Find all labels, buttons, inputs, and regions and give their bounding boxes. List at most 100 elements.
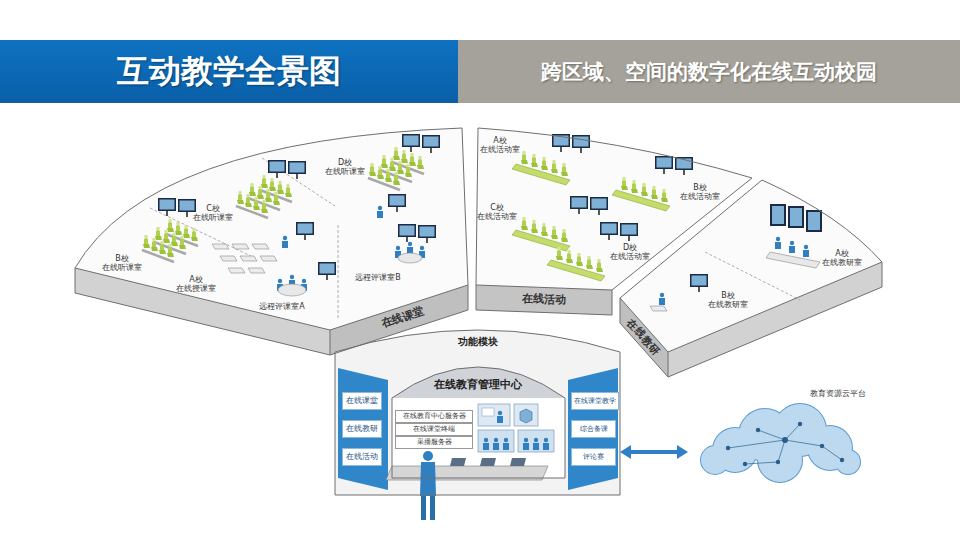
classroom-furniture <box>236 175 292 218</box>
center-building <box>510 458 526 466</box>
cloud-art <box>745 462 778 464</box>
activity-furniture <box>600 222 638 241</box>
center-building <box>450 458 466 466</box>
room-label: 远程评课室A <box>259 302 304 311</box>
room-label: A校 在线授课室 <box>174 275 217 293</box>
research-furniture <box>650 306 667 311</box>
title-bar: 互动教学全景图 <box>0 40 458 103</box>
activity-sector: 在线活动A校 在线活动室C校 在线活动室B校 在线活动室D校 在线活动室 <box>470 120 760 320</box>
research-furniture <box>659 293 665 305</box>
subtitle: 跨区域、空间的数字化在线互动校园 <box>541 58 877 86</box>
cloud-art <box>701 446 729 474</box>
cloud-art <box>726 422 844 466</box>
activity-furniture <box>512 134 693 281</box>
server-row: 在线教育中心服务器 <box>395 410 473 423</box>
activity-furniture <box>612 177 670 211</box>
activity-furniture <box>552 134 590 153</box>
module-box: 在线教研 <box>342 420 382 438</box>
center-building <box>493 438 499 450</box>
center-building <box>420 462 436 496</box>
node-outline <box>75 128 468 355</box>
room-label: B校 在线听课室 <box>100 254 143 272</box>
research-furniture <box>690 274 708 292</box>
room-label: A校 在线活动室 <box>478 136 521 154</box>
classroom-furniture <box>142 134 440 296</box>
box-text: 在线教育中心服务器 <box>403 412 466 420</box>
classroom-furniture <box>398 224 436 243</box>
arrow-line <box>629 450 679 454</box>
room-divider <box>150 158 800 318</box>
classroom-furniture <box>248 268 265 273</box>
arrow-head <box>677 445 688 459</box>
node-outline <box>70 120 475 365</box>
center-building <box>518 430 554 452</box>
room-label: B校 在线活动室 <box>678 183 721 201</box>
classroom-furniture <box>228 268 245 273</box>
research-furniture <box>789 241 795 253</box>
region-title: 在线教育管理中心 <box>434 379 522 392</box>
module-box: 综合备课 <box>571 420 616 438</box>
center-building <box>421 496 426 520</box>
classroom-sector: 在线课堂D校 在线听课室C校 在线听课室B校 在线听课室A校 在线授课室远程评课… <box>70 120 475 365</box>
server-row: 采播服务器 <box>395 436 473 449</box>
double-arrow <box>620 445 688 459</box>
center-building <box>430 496 435 520</box>
room-label: D校 在线活动室 <box>608 243 651 261</box>
node-outline <box>476 128 752 315</box>
node-outline <box>335 325 620 495</box>
classroom-furniture <box>240 256 257 261</box>
classroom-furniture <box>252 244 269 249</box>
node-outline <box>620 180 882 377</box>
classroom-furniture <box>260 256 277 261</box>
cloud-art <box>758 430 785 440</box>
sector-ground <box>620 298 668 377</box>
center-building <box>423 451 433 461</box>
cloud-art <box>758 438 802 482</box>
sector-ground <box>75 268 330 355</box>
activity-furniture <box>655 156 693 175</box>
center-building <box>483 438 489 450</box>
page-title: 互动教学全景图 <box>117 50 341 94</box>
research-furniture <box>803 245 809 257</box>
subtitle-bar: 跨区域、空间的数字化在线互动校园 <box>458 40 960 103</box>
room-label: B校 在线教研室 <box>706 291 749 309</box>
module-box: 评论赛 <box>571 448 616 466</box>
classroom-furniture <box>220 256 237 261</box>
center-building <box>478 404 510 426</box>
cloud-art <box>758 438 802 482</box>
classroom-furniture <box>318 262 336 280</box>
box-text: 在线教研 <box>346 425 378 434</box>
center-building <box>533 438 539 450</box>
classroom-furniture <box>212 244 229 249</box>
research-sector: 在线教研A校 在线教研室B校 在线教研室 <box>615 170 890 382</box>
cloud-art <box>785 440 822 446</box>
activity-furniture <box>512 217 570 251</box>
management-center: 功能模块在线教育管理中心在线课堂在线教研在线活动 在线教育中心服务器在线课堂终端采… <box>335 325 620 495</box>
center-building <box>335 330 620 520</box>
classroom-furniture <box>398 253 422 263</box>
center-building <box>503 438 509 450</box>
cloud-art <box>701 404 860 482</box>
center-building <box>520 409 532 423</box>
cloud-art <box>728 424 842 464</box>
room-label: 教育资源云平台 <box>810 390 866 399</box>
classroom-furniture <box>368 147 424 190</box>
box-text: 在线课堂教学 <box>574 397 616 405</box>
sector-ground <box>75 128 882 377</box>
research-furniture <box>806 210 822 232</box>
classroom-furniture <box>268 160 306 179</box>
region-title: 功能模块 <box>458 336 498 348</box>
box-text: 在线课堂 <box>346 397 378 406</box>
research-furniture <box>790 208 802 226</box>
server-row: 在线课堂终端 <box>395 423 473 436</box>
activity-furniture <box>512 151 570 185</box>
center-building <box>568 368 618 490</box>
center-building <box>335 330 620 495</box>
box-text: 在线活动 <box>346 453 378 462</box>
module-box: 在线课堂 <box>342 392 382 410</box>
region-title: 在线活动 <box>522 293 566 307</box>
research-furniture <box>770 204 786 226</box>
cloud-art <box>728 440 785 448</box>
box-text: 评论赛 <box>583 453 604 461</box>
